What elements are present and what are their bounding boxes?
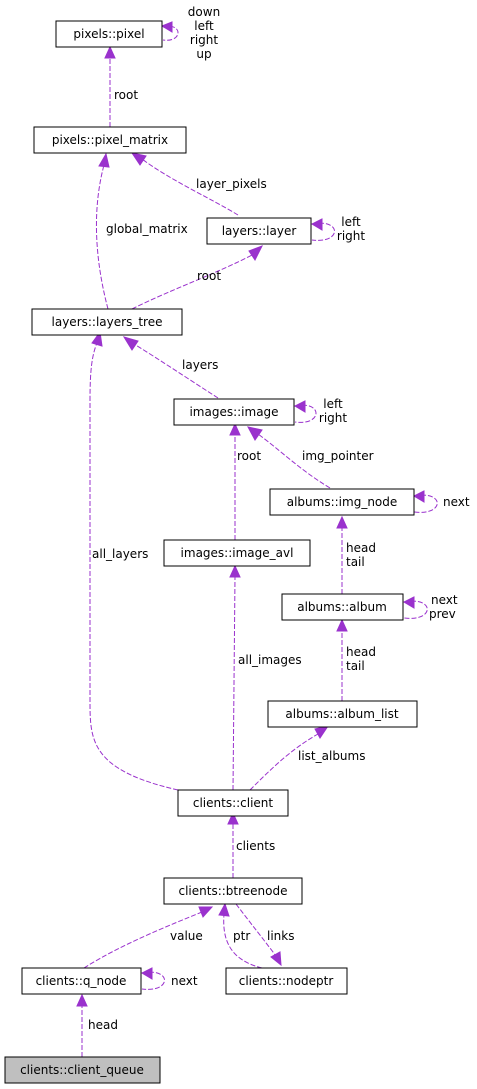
- node-clients-client-queue[interactable]: clients::client_queue: [4, 1056, 161, 1084]
- edge-layer-root: [131, 245, 264, 310]
- edge-label-ptr: ptr: [233, 929, 250, 943]
- edge-label-layers: layers: [182, 358, 218, 372]
- edge-label-all-layers: all_layers: [92, 547, 148, 561]
- edge-label-album-next: next: [431, 593, 458, 607]
- svg-text:pixels::pixel: pixels::pixel: [73, 27, 144, 41]
- edge-all-images: [229, 564, 241, 791]
- edge-label-image-left: left: [323, 397, 343, 411]
- edge-label-layer-left: left: [341, 215, 361, 229]
- edge-img-pointer: [247, 426, 331, 489]
- edge-album-self: [402, 596, 428, 619]
- edge-label-img-pointer: img_pointer: [302, 449, 374, 463]
- edge-label-album-list-tail: tail: [346, 659, 365, 673]
- svg-text:pixels::pixel_matrix: pixels::pixel_matrix: [52, 133, 168, 147]
- edge-label-image-root: root: [237, 449, 261, 463]
- edge-label-layer-root: root: [197, 269, 221, 283]
- node-images-image[interactable]: images::image: [173, 398, 295, 426]
- node-albums-album-list[interactable]: albums::album_list: [267, 700, 418, 728]
- edge-label-pixel-right: right: [190, 33, 218, 47]
- edge-layer-self: [310, 218, 335, 241]
- edge-head: [76, 993, 88, 1057]
- edge-pixel-root: [104, 45, 116, 127]
- edge-label-album-prev: prev: [429, 607, 456, 621]
- edge-label-layer-right: right: [337, 229, 365, 243]
- svg-text:albums::img_node: albums::img_node: [287, 495, 398, 509]
- svg-text:clients::nodeptr: clients::nodeptr: [239, 974, 334, 988]
- svg-text:clients::btreenode: clients::btreenode: [178, 884, 287, 898]
- edge-label-image-right: right: [319, 411, 347, 425]
- edge-label-layer-pixels: layer_pixels: [196, 177, 267, 191]
- edge-clients: [227, 811, 239, 878]
- edge-value: [83, 906, 214, 969]
- svg-text:images::image: images::image: [189, 405, 278, 419]
- edge-global-matrix: [95, 152, 110, 310]
- edge-label-pixel-left: left: [194, 19, 214, 33]
- edge-image-root: [229, 422, 241, 540]
- node-layers-layers-tree[interactable]: layers::layers_tree: [31, 308, 183, 336]
- edge-layers: [122, 336, 219, 399]
- edge-label-clients: clients: [236, 839, 275, 853]
- edge-q-node-self: [140, 967, 165, 990]
- edge-label-head: head: [88, 1018, 118, 1032]
- edge-album-head: [336, 515, 348, 594]
- edge-links: [235, 903, 282, 967]
- edge-label-links: links: [267, 929, 294, 943]
- edge-label-pixel-up: up: [196, 47, 211, 61]
- node-pixels-pixel[interactable]: pixels::pixel: [55, 20, 163, 48]
- node-layers-layer[interactable]: layers::layer: [206, 217, 312, 245]
- edge-label-list-albums: list_albums: [298, 749, 365, 763]
- node-pixels-pixel-matrix[interactable]: pixels::pixel_matrix: [33, 126, 187, 154]
- edge-label-album-list-head: head: [346, 645, 376, 659]
- node-albums-img-node[interactable]: albums::img_node: [269, 488, 415, 516]
- svg-text:images::image_avl: images::image_avl: [181, 546, 294, 560]
- edge-label-value: value: [170, 929, 203, 943]
- node-albums-album[interactable]: albums::album: [281, 593, 404, 621]
- edge-pixel-self: [160, 21, 179, 41]
- edge-label-pixel-root: root: [114, 88, 138, 102]
- edge-label-all-images: all_images: [238, 653, 302, 667]
- edge-label-img-node-next: next: [443, 495, 470, 509]
- svg-text:clients::client_queue: clients::client_queue: [20, 1063, 144, 1077]
- node-images-image-avl[interactable]: images::image_avl: [163, 539, 311, 567]
- node-clients-client[interactable]: clients::client: [177, 789, 289, 817]
- edge-label-global-matrix: global_matrix: [106, 222, 188, 236]
- edge-label-pixel-down: down: [188, 5, 220, 19]
- edge-image-self: [293, 400, 317, 423]
- edge-album-list-head: [336, 618, 348, 701]
- edge-ptr: [218, 902, 263, 969]
- edge-layer-pixels: [130, 152, 239, 216]
- edge-label-album-tail: tail: [346, 555, 365, 569]
- svg-text:albums::album_list: albums::album_list: [285, 707, 398, 721]
- svg-text:clients::client: clients::client: [193, 796, 274, 810]
- node-clients-btreenode[interactable]: clients::btreenode: [163, 877, 303, 905]
- svg-text:clients::q_node: clients::q_node: [36, 974, 127, 988]
- edge-img-node-self: [412, 490, 438, 513]
- svg-text:layers::layers_tree: layers::layers_tree: [52, 315, 163, 329]
- node-clients-nodeptr[interactable]: clients::nodeptr: [225, 967, 348, 995]
- edge-label-album-head: head: [346, 541, 376, 555]
- svg-text:albums::album: albums::album: [297, 600, 387, 614]
- svg-text:layers::layer: layers::layer: [222, 224, 297, 238]
- node-clients-q-node[interactable]: clients::q_node: [21, 967, 142, 995]
- edge-label-q-node-next: next: [171, 974, 198, 988]
